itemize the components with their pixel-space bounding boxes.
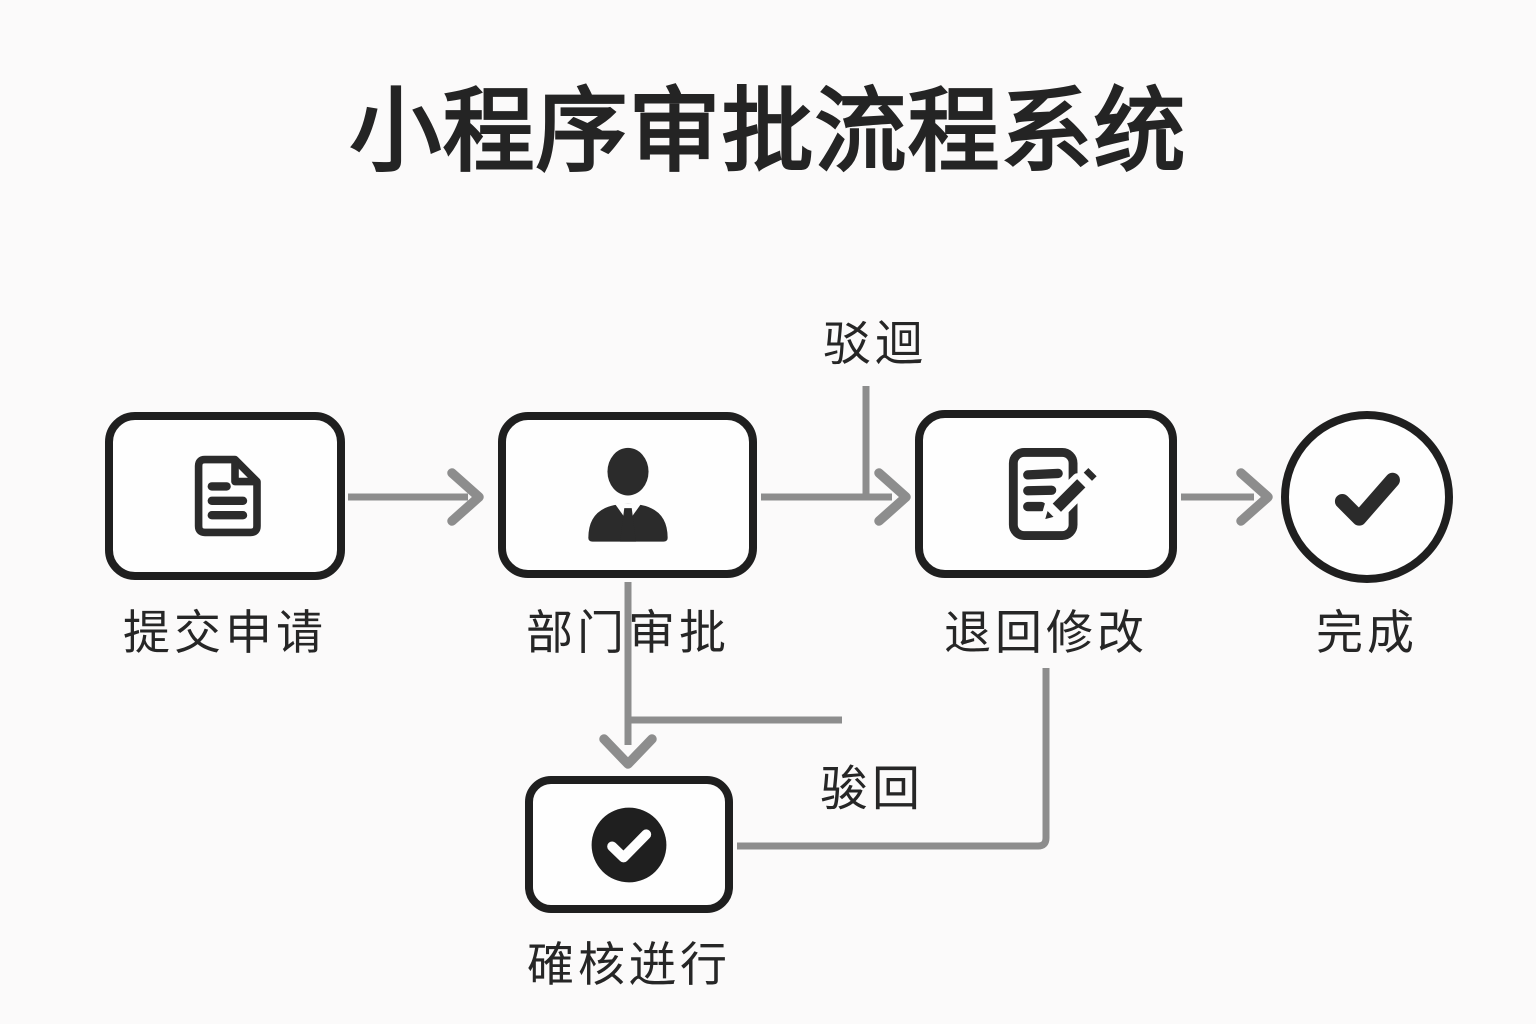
node-return-revision (915, 410, 1177, 578)
edge-label-return: 骏回 (819, 763, 924, 816)
arrowhead-revise-to-done (1236, 468, 1273, 526)
node-done (1281, 411, 1453, 583)
person-icon (587, 447, 668, 542)
node-label-approval: 部门审批 (526, 606, 730, 659)
arrowhead-approve-to-revise (874, 468, 911, 526)
node-label-done: 完成 (1316, 606, 1418, 659)
node-label-revision: 退回修改 (944, 606, 1148, 659)
arrowhead-approve-to-audit (599, 734, 657, 769)
node-audit (525, 776, 733, 913)
document-icon (194, 455, 261, 537)
edit-icon (1008, 448, 1102, 540)
node-label-submit: 提交申请 (123, 606, 327, 659)
edge-revise-to-audit (737, 668, 1050, 850)
edge-label-reject: 驳迴 (822, 318, 927, 371)
node-department-approval (498, 412, 757, 578)
check-badge-icon (591, 807, 667, 882)
node-submit-application (105, 412, 345, 580)
check-circle-icon (1334, 472, 1400, 526)
page-title: 小程序审批流程系统 (349, 81, 1187, 183)
arrowhead-submit-to-approve (447, 468, 484, 526)
node-label-audit: 確核逬行 (527, 938, 731, 991)
